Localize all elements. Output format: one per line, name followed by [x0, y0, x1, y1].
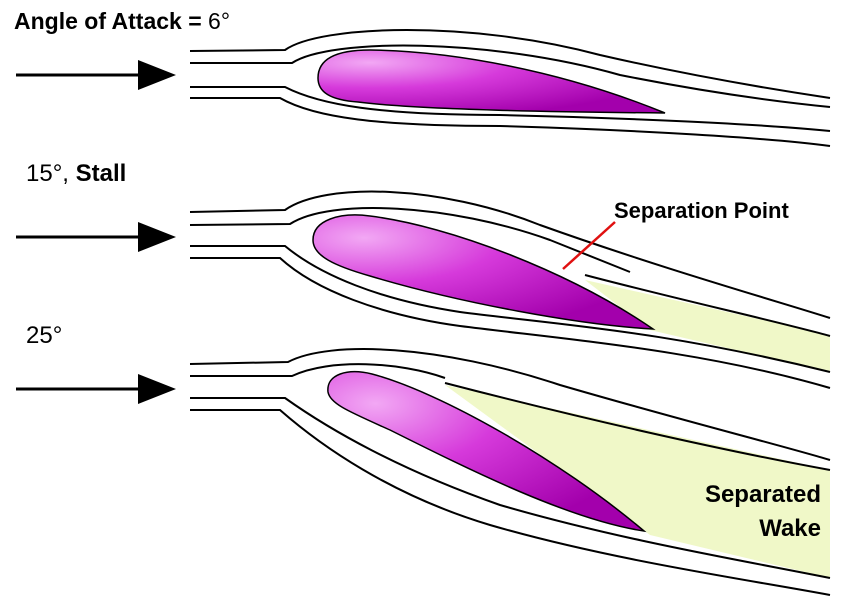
wake-line1: Separated — [705, 478, 821, 512]
heading-equals: = — [188, 8, 201, 34]
flow-arrow-icon — [16, 222, 176, 252]
panel-6deg — [16, 30, 830, 146]
label-comma: , — [62, 160, 69, 187]
stall-label: Stall — [76, 160, 127, 187]
separation-point-label: Separation Point — [614, 198, 789, 224]
wake-line2: Wake — [705, 512, 821, 546]
panel-25deg — [16, 349, 830, 595]
label-15deg-stall: 15°, Stall — [26, 160, 126, 188]
heading-label: Angle of Attack — [14, 8, 182, 34]
heading-value: 6° — [208, 8, 230, 34]
flow-arrow-icon — [16, 374, 176, 404]
label-25deg: 25° — [26, 322, 62, 350]
separated-wake-label: Separated Wake — [705, 478, 821, 546]
heading-angle-of-attack: Angle of Attack = 6° — [14, 8, 230, 35]
angle-15: 15° — [26, 160, 62, 187]
airfoil — [318, 50, 665, 113]
flow-arrow-icon — [16, 60, 176, 90]
